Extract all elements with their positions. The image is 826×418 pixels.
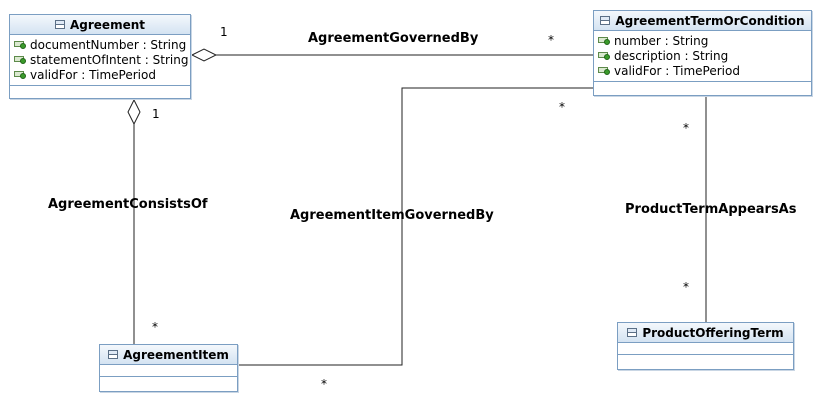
- class-icon: [627, 328, 638, 337]
- class-name: Agreement: [70, 17, 145, 32]
- class-name: AgreementTermOrCondition: [615, 13, 805, 28]
- attribute-text: statementOfIntent : String: [30, 52, 189, 67]
- attribute[interactable]: description : String: [598, 48, 811, 63]
- attribute[interactable]: validFor : TimePeriod: [14, 67, 190, 82]
- association-label-agreement-consists-of: AgreementConsistsOf: [48, 197, 208, 212]
- association-label-product-term-appears-as: ProductTermAppearsAs: [625, 202, 797, 217]
- attribute-compartment: number : String description : String val…: [594, 31, 811, 82]
- attribute-icon: [14, 70, 26, 79]
- attribute-compartment: [618, 343, 793, 355]
- agreement-item-governed-by-line[interactable]: [238, 87, 593, 366]
- operation-compartment: [618, 355, 793, 365]
- class-icon: [108, 350, 119, 359]
- agreement-term-or-condition-class[interactable]: AgreementTermOrCondition number : String…: [593, 10, 812, 96]
- aggregation-diamond: [127, 98, 141, 126]
- multiplicity-label: *: [559, 100, 565, 114]
- class-name: ProductOfferingTerm: [642, 325, 784, 340]
- attribute-text: validFor : TimePeriod: [614, 63, 740, 78]
- multiplicity-label: *: [683, 121, 689, 135]
- agreement-class[interactable]: Agreement documentNumber : String statem…: [9, 14, 191, 99]
- attribute-text: description : String: [614, 48, 729, 63]
- multiplicity-label: *: [548, 33, 554, 47]
- association-label-agreement-item-governed-by: AgreementItemGovernedBy: [290, 208, 494, 223]
- multiplicity-label: *: [321, 377, 327, 391]
- aggregation-diamond: [190, 48, 218, 62]
- attribute-icon: [14, 40, 26, 49]
- attribute-icon: [598, 36, 610, 45]
- multiplicity-label: 1: [152, 107, 160, 121]
- attribute-icon: [14, 55, 26, 64]
- attribute[interactable]: validFor : TimePeriod: [598, 63, 811, 78]
- class-header: AgreementItem: [100, 345, 237, 365]
- operation-compartment: [594, 82, 811, 92]
- multiplicity-label: *: [152, 320, 158, 334]
- operation-compartment: [100, 377, 237, 387]
- attribute-compartment: [100, 365, 237, 377]
- class-name: AgreementItem: [123, 347, 229, 362]
- class-icon: [600, 16, 611, 25]
- multiplicity-label: *: [683, 280, 689, 294]
- class-header: Agreement: [10, 15, 190, 35]
- attribute-compartment: documentNumber : String statementOfInten…: [10, 35, 190, 86]
- attribute-text: validFor : TimePeriod: [30, 67, 156, 82]
- multiplicity-label: 1: [220, 25, 228, 39]
- operation-compartment: [10, 86, 190, 96]
- attribute[interactable]: number : String: [598, 33, 811, 48]
- attribute-icon: [598, 66, 610, 75]
- class-header: AgreementTermOrCondition: [594, 11, 811, 31]
- attribute-text: documentNumber : String: [30, 37, 187, 52]
- agreement-item-class[interactable]: AgreementItem: [99, 344, 238, 392]
- attribute[interactable]: documentNumber : String: [14, 37, 190, 52]
- product-offering-term-class[interactable]: ProductOfferingTerm: [617, 322, 794, 370]
- class-icon: [55, 20, 65, 29]
- attribute-icon: [598, 51, 610, 60]
- attribute-text: number : String: [614, 33, 709, 48]
- attribute[interactable]: statementOfIntent : String: [14, 52, 190, 67]
- class-header: ProductOfferingTerm: [618, 323, 793, 343]
- association-label-agreement-governed-by: AgreementGovernedBy: [308, 31, 479, 46]
